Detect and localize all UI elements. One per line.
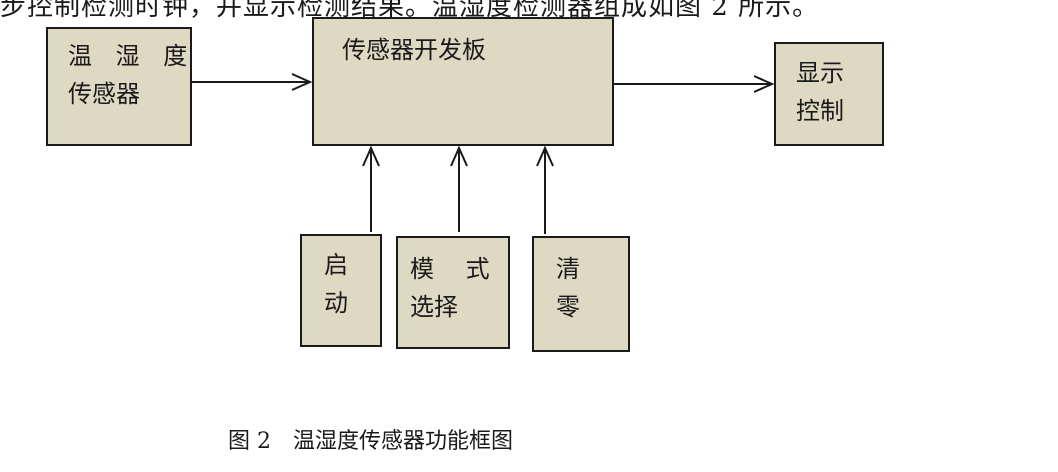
mode-label-line1: 模 式 bbox=[410, 255, 502, 283]
figure-number: 图 2 bbox=[228, 429, 271, 454]
board-label: 传感器开发板 bbox=[342, 36, 486, 64]
clear-label-line2: 零 bbox=[556, 293, 580, 321]
clear-box: 清 零 bbox=[532, 236, 630, 352]
start-box: 启 动 bbox=[300, 234, 382, 347]
figure-caption: 图 2 温湿度传感器功能框图 bbox=[228, 423, 513, 455]
intro-text-fragment: 步控制检测时钟，并显示检测结果。温湿度检测器组成如图 2 所示。 bbox=[0, 0, 820, 22]
figure-title: 温湿度传感器功能框图 bbox=[293, 429, 514, 454]
display-label-line1: 显示 bbox=[796, 59, 844, 87]
arrow-start-to-board bbox=[362, 145, 380, 232]
sensor-label-line1: 温 湿 度 bbox=[68, 42, 196, 70]
arrow-sensor-to-board bbox=[192, 73, 313, 91]
mode-select-box: 模 式 选择 bbox=[396, 236, 510, 349]
sensor-dev-board-box: 传感器开发板 bbox=[312, 17, 614, 146]
clear-label-line1: 清 bbox=[556, 255, 580, 283]
display-control-box: 显示 控制 bbox=[774, 42, 884, 146]
display-label-line2: 控制 bbox=[796, 97, 844, 125]
arrow-mode-to-board bbox=[450, 145, 468, 232]
arrow-board-to-display bbox=[614, 75, 775, 93]
mode-label-line2: 选择 bbox=[410, 293, 458, 321]
sensor-label-line2: 传感器 bbox=[68, 80, 140, 108]
start-label-line1: 启 bbox=[324, 251, 348, 279]
temp-humidity-sensor-box: 温 湿 度 传感器 bbox=[46, 27, 192, 146]
start-label-line2: 动 bbox=[324, 289, 348, 317]
arrow-clear-to-board bbox=[536, 145, 554, 234]
